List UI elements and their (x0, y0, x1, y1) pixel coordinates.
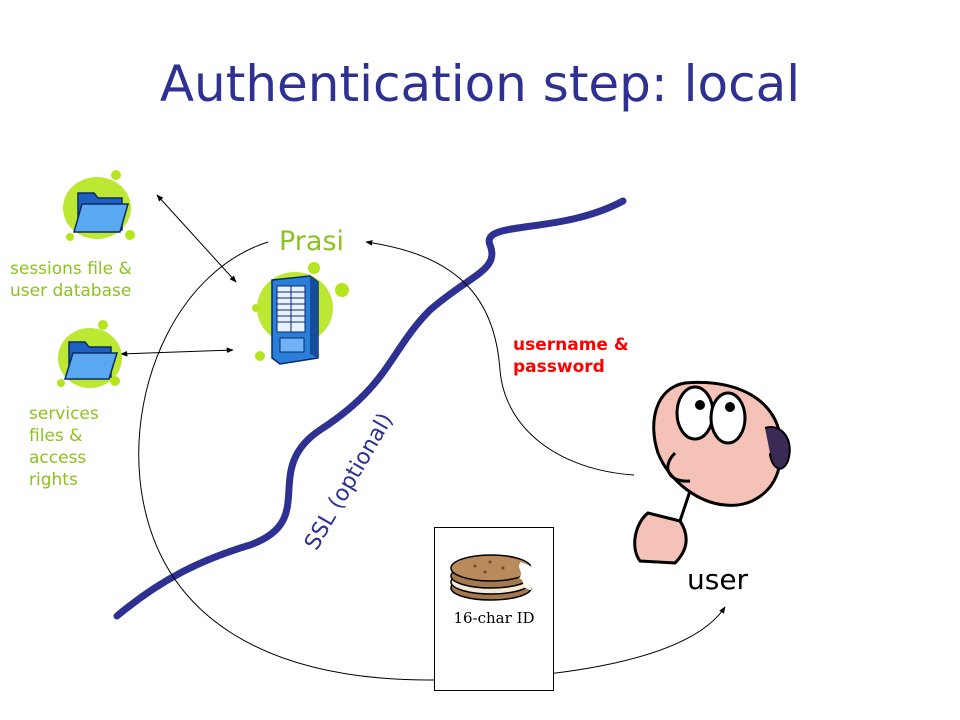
credentials-label-line: password (513, 357, 605, 377)
services-link-arrow (120, 347, 234, 357)
sessions-label: sessions file & user database (10, 258, 132, 302)
cookie-box: 16-char ID (434, 527, 554, 691)
credentials-arrow (365, 240, 635, 476)
user-label: user (687, 563, 749, 596)
folder-icon (63, 170, 135, 241)
services-label-line: files & (29, 426, 83, 446)
sessions-label-line: sessions file & (10, 259, 132, 279)
services-label-line: services (29, 404, 99, 424)
sessions-label-line: user database (10, 281, 132, 301)
thinking-man-icon (633, 380, 791, 565)
services-label-line: access (29, 448, 87, 468)
sessions-link-arrow (156, 194, 237, 283)
services-label: services files & access rights (29, 403, 99, 491)
folder-icon (57, 320, 122, 388)
ssl-boundary-line (113, 197, 627, 620)
credentials-label: username & password (513, 334, 629, 378)
credentials-label-line: username & (513, 335, 629, 355)
cookie-icon (450, 554, 535, 601)
server-label: Prasi (279, 226, 345, 257)
cookie-label: 16-char ID (453, 609, 535, 627)
session-return-arrow (138, 241, 726, 681)
services-label-line: rights (29, 470, 78, 490)
slide-title: Authentication step: local (159, 55, 801, 113)
server-tower-icon (252, 262, 349, 365)
